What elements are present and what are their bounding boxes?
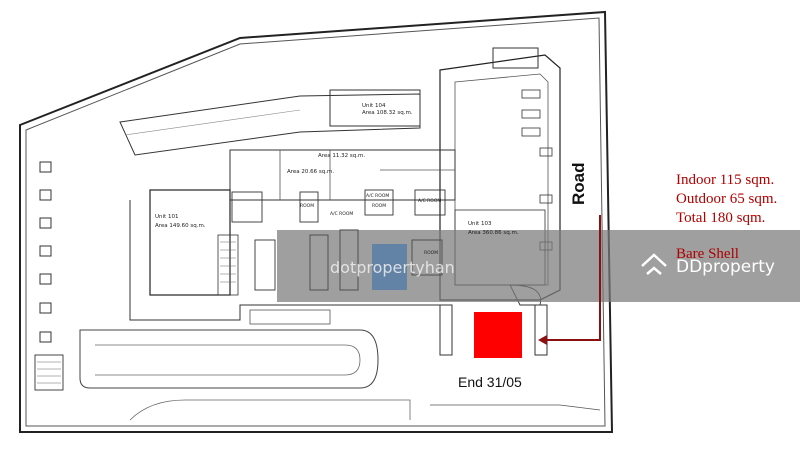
room-label-3: ROOM (424, 251, 439, 256)
annotation-arrowhead (538, 335, 547, 345)
site-inner-boundary (25, 17, 606, 427)
watermark-left-text: dotpropertyhan (330, 258, 455, 277)
outdoor-area-label: Outdoor 65 sqm. (676, 191, 778, 207)
road-label: Road (569, 162, 588, 206)
indoor-area-label: Indoor 115 sqm. (676, 172, 775, 188)
unit-101-outline (149, 189, 231, 296)
unit-103-area: Area 360.86 sq.m. (468, 230, 519, 236)
watermark-brand-text: DDproperty (676, 257, 775, 277)
watermark-blue-block (372, 244, 407, 290)
central-band (229, 149, 456, 201)
area-label-b: Area 20.66 sq.m. (287, 169, 335, 175)
small-stair (34, 354, 64, 391)
highlight-unit (474, 312, 522, 358)
unit-103-name: Unit 103 (468, 221, 492, 227)
area-label-a: Area 11.32 sq.m. (318, 153, 366, 159)
room-label-2: ROOM (300, 204, 315, 209)
top-slab (119, 93, 421, 156)
driveway (79, 329, 379, 389)
watermark-band (277, 230, 800, 302)
unit-101-name: Unit 101 (155, 214, 179, 220)
site-boundary (19, 10, 614, 433)
total-area-label: Total 180 sqm. (676, 210, 766, 226)
ddproperty-logo-icon (641, 253, 667, 275)
unit-104-outline (329, 89, 421, 127)
ac-room-label-3: A/C ROOM (330, 212, 354, 217)
ac-room-label-1: A/C ROOM (366, 194, 390, 199)
unit-101-area: Area 149.60 sq.m. (155, 223, 206, 229)
bare-shell-label: Bare Shell (676, 246, 739, 262)
parking-markers (39, 161, 52, 343)
ac-room-label-2: A/C ROOM (418, 199, 442, 204)
annotation-leader (545, 215, 601, 341)
unit-104-name: Unit 104 (362, 103, 386, 109)
end-label: End 31/05 (458, 374, 522, 390)
room-label-1: ROOM (372, 204, 387, 209)
unit-104-area: Area 108.32 sq.m. (362, 110, 413, 116)
